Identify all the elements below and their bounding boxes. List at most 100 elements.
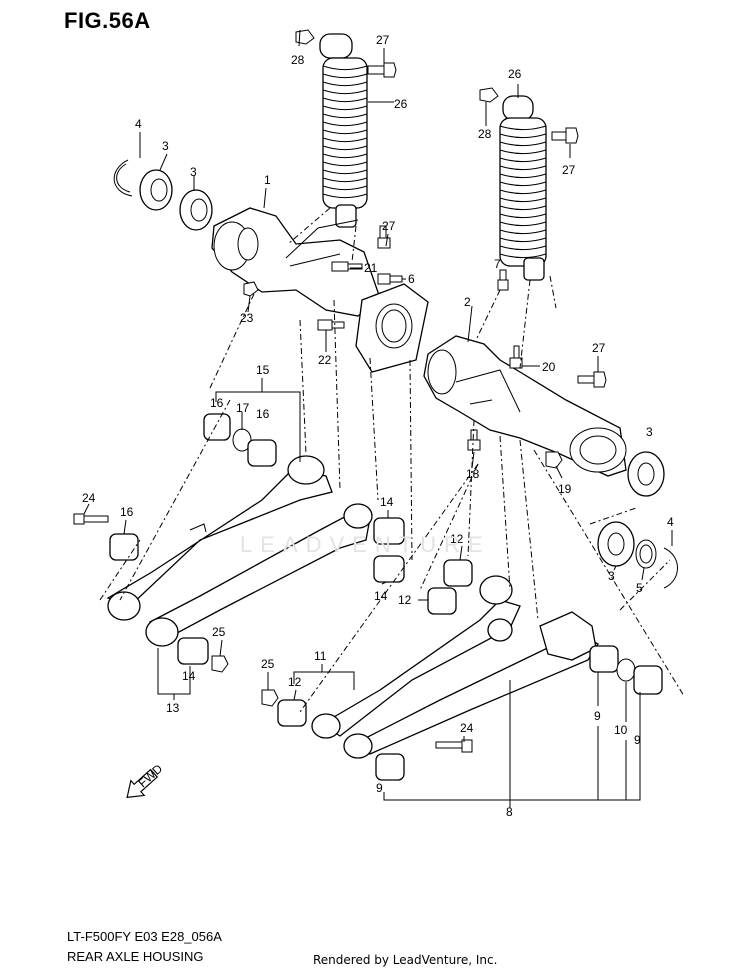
callout-label: 4 (667, 515, 674, 529)
callout-label: 22 (318, 353, 332, 367)
fwd-arrow-icon: FWD (126, 761, 165, 799)
callout-label: 9 (376, 781, 383, 795)
callout-label: 8 (506, 805, 513, 819)
callout-label: 26 (394, 97, 408, 111)
bushing-9-b[interactable] (633, 665, 663, 695)
right-bearing-3-top[interactable] (627, 451, 665, 497)
bushing-14-a[interactable] (373, 517, 405, 545)
leader-lines (83, 29, 673, 808)
callout-label: 3 (646, 425, 653, 439)
callout-label: 3 (190, 165, 197, 179)
left-shock-spring (322, 65, 368, 199)
right-nut-19[interactable] (545, 451, 563, 469)
figure-title: FIG.56A (64, 8, 151, 33)
callout-label: 13 (166, 701, 180, 715)
callout-label: 27 (382, 219, 396, 233)
right-bolt-20[interactable] (509, 345, 523, 369)
dash-guide-lines (99, 207, 685, 713)
callout-label: 24 (82, 491, 96, 505)
right-bolt-27[interactable] (577, 371, 607, 388)
callout-label: 16 (210, 396, 224, 410)
bushing-16-b[interactable] (247, 439, 277, 467)
callout-label: 25 (212, 625, 226, 639)
right-circlip-4[interactable] (663, 547, 678, 589)
diagram-name: REAR AXLE HOUSING (67, 949, 204, 964)
bushing-9-c[interactable] (375, 753, 405, 781)
callout-label: 25 (261, 657, 275, 671)
callout-label: 4 (135, 117, 142, 131)
callout-label: 14 (380, 495, 394, 509)
left-bolt-6[interactable] (377, 273, 403, 285)
left-shock-absorber[interactable] (319, 33, 368, 228)
left-bolt-22[interactable] (317, 319, 345, 331)
callout-label: 21 (364, 261, 378, 275)
callout-label: 7 (494, 257, 501, 271)
nut-25-upper[interactable] (211, 655, 229, 673)
bushing-16-a[interactable] (203, 413, 231, 441)
callout-label: 9 (594, 709, 601, 723)
callout-label: 15 (256, 363, 270, 377)
upper-left-suspension-arm[interactable] (106, 455, 373, 647)
right-axle-housing[interactable] (423, 335, 627, 477)
callout-label: 9 (634, 733, 641, 747)
bushing-16-c[interactable] (109, 533, 139, 561)
bushing-10[interactable] (616, 658, 636, 682)
left-shock-nut-28[interactable] (295, 29, 315, 45)
diagram-code: LT-F500FY E03 E28_056A (67, 929, 222, 944)
left-shock-lower-bolt-27[interactable] (377, 225, 391, 249)
callout-label: 27 (562, 163, 576, 177)
callout-label: 6 (408, 272, 415, 286)
callout-label: 28 (291, 53, 305, 67)
right-shock-absorber[interactable] (499, 95, 547, 281)
right-bolt-18[interactable] (467, 429, 481, 451)
bushing-12-c[interactable] (277, 699, 307, 727)
bolt-24-right[interactable] (435, 739, 473, 753)
callout-label: 19 (558, 482, 572, 496)
bolt-24-left[interactable] (73, 513, 109, 525)
callout-label: 20 (542, 360, 556, 374)
callout-label: 3 (608, 569, 615, 583)
bushing-12-b[interactable] (427, 587, 457, 615)
callout-label: 27 (592, 341, 606, 355)
callout-label: 24 (460, 721, 474, 735)
callout-label: 16 (120, 505, 134, 519)
right-shock-spring (499, 125, 547, 259)
callout-label: 11 (314, 649, 327, 663)
bushing-9-a[interactable] (589, 645, 619, 673)
callout-label: 12 (398, 593, 412, 607)
nut-25-lower[interactable] (261, 689, 279, 707)
lower-right-suspension-arm[interactable] (311, 575, 599, 759)
left-axle-housing[interactable] (211, 207, 429, 373)
left-bracket-bolt-21[interactable] (331, 261, 363, 272)
left-bearing-3-outer[interactable] (139, 169, 173, 211)
right-bearing-3-bottom[interactable] (597, 521, 635, 567)
callout-label: 10 (614, 723, 628, 737)
bushing-12-a[interactable] (443, 559, 473, 587)
render-credit: Rendered by LeadVenture, Inc. (313, 953, 498, 967)
callout-label: 17 (236, 401, 250, 415)
callout-label: 28 (478, 127, 492, 141)
right-shock-lower-bolt-7[interactable] (497, 269, 509, 291)
right-seal-5[interactable] (635, 539, 657, 569)
callout-label: 27 (376, 33, 390, 47)
left-shock-bolt-27[interactable] (367, 62, 397, 78)
left-nut-23[interactable] (243, 281, 259, 297)
bushing-14-c[interactable] (177, 637, 209, 665)
fwd-label: FWD (135, 761, 165, 790)
right-shock-nut-28[interactable] (479, 87, 499, 103)
callout-label: 14 (182, 669, 196, 683)
callout-label: 18 (466, 467, 480, 481)
callout-label: 14 (374, 589, 388, 603)
callout-label: 23 (240, 311, 254, 325)
left-circlip-4[interactable] (113, 159, 133, 197)
callout-label: 16 (256, 407, 270, 421)
left-bearing-3-inner[interactable] (179, 189, 213, 231)
callout-label: 1 (264, 173, 271, 187)
callout-label: 3 (162, 139, 169, 153)
right-shock-bolt-27[interactable] (551, 127, 579, 144)
callout-label: 2 (464, 295, 471, 309)
bushing-14-b[interactable] (373, 555, 405, 583)
callout-label: 5 (636, 581, 643, 595)
